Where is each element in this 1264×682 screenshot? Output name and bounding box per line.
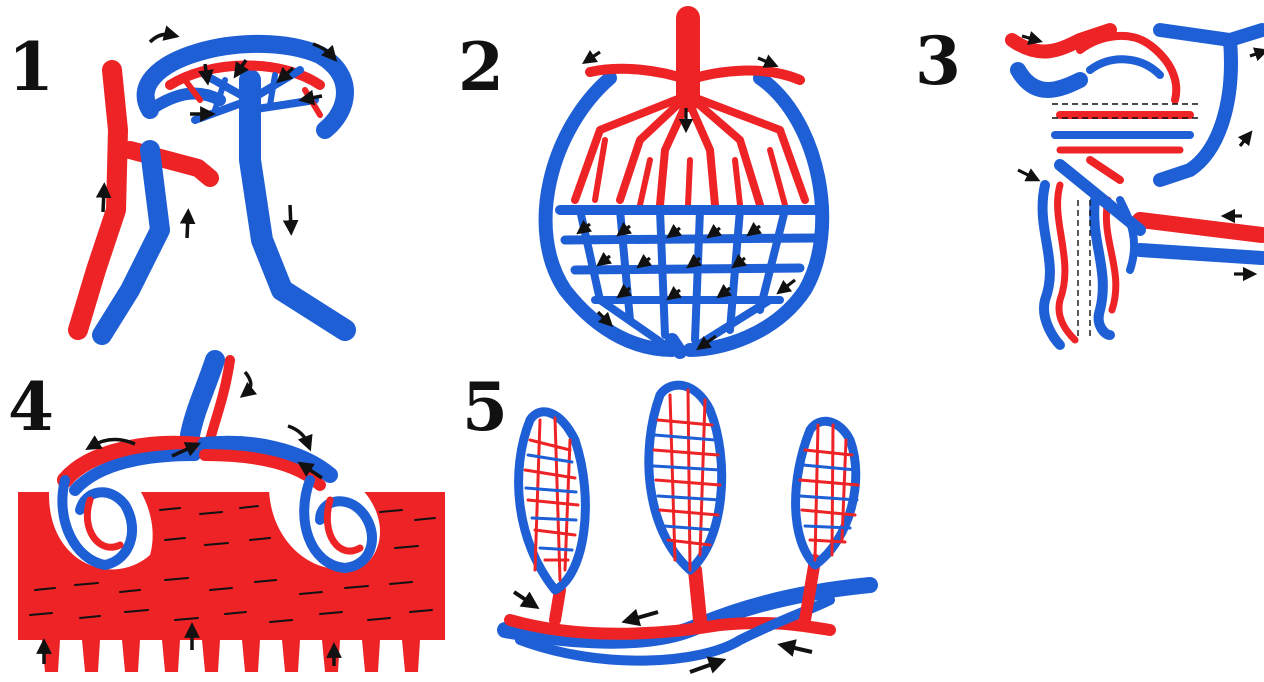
panel-1-label: 1: [8, 28, 54, 106]
panel-5: 5: [462, 368, 870, 672]
panel-2: 2: [458, 18, 822, 352]
panel-3: 3: [915, 22, 1262, 345]
panel-4: 4: [8, 360, 445, 672]
panel-1: 1: [8, 28, 345, 335]
panel-5-vessels: [505, 385, 870, 661]
panel-4-label: 4: [8, 368, 54, 446]
panel-5-label: 5: [462, 368, 508, 446]
panel-2-vessels: [546, 18, 823, 352]
panel-3-label: 3: [915, 22, 961, 100]
panel-3-vessels: [1012, 30, 1262, 345]
panel-1-vessels: [78, 44, 345, 335]
panel-2-label: 2: [458, 28, 504, 106]
